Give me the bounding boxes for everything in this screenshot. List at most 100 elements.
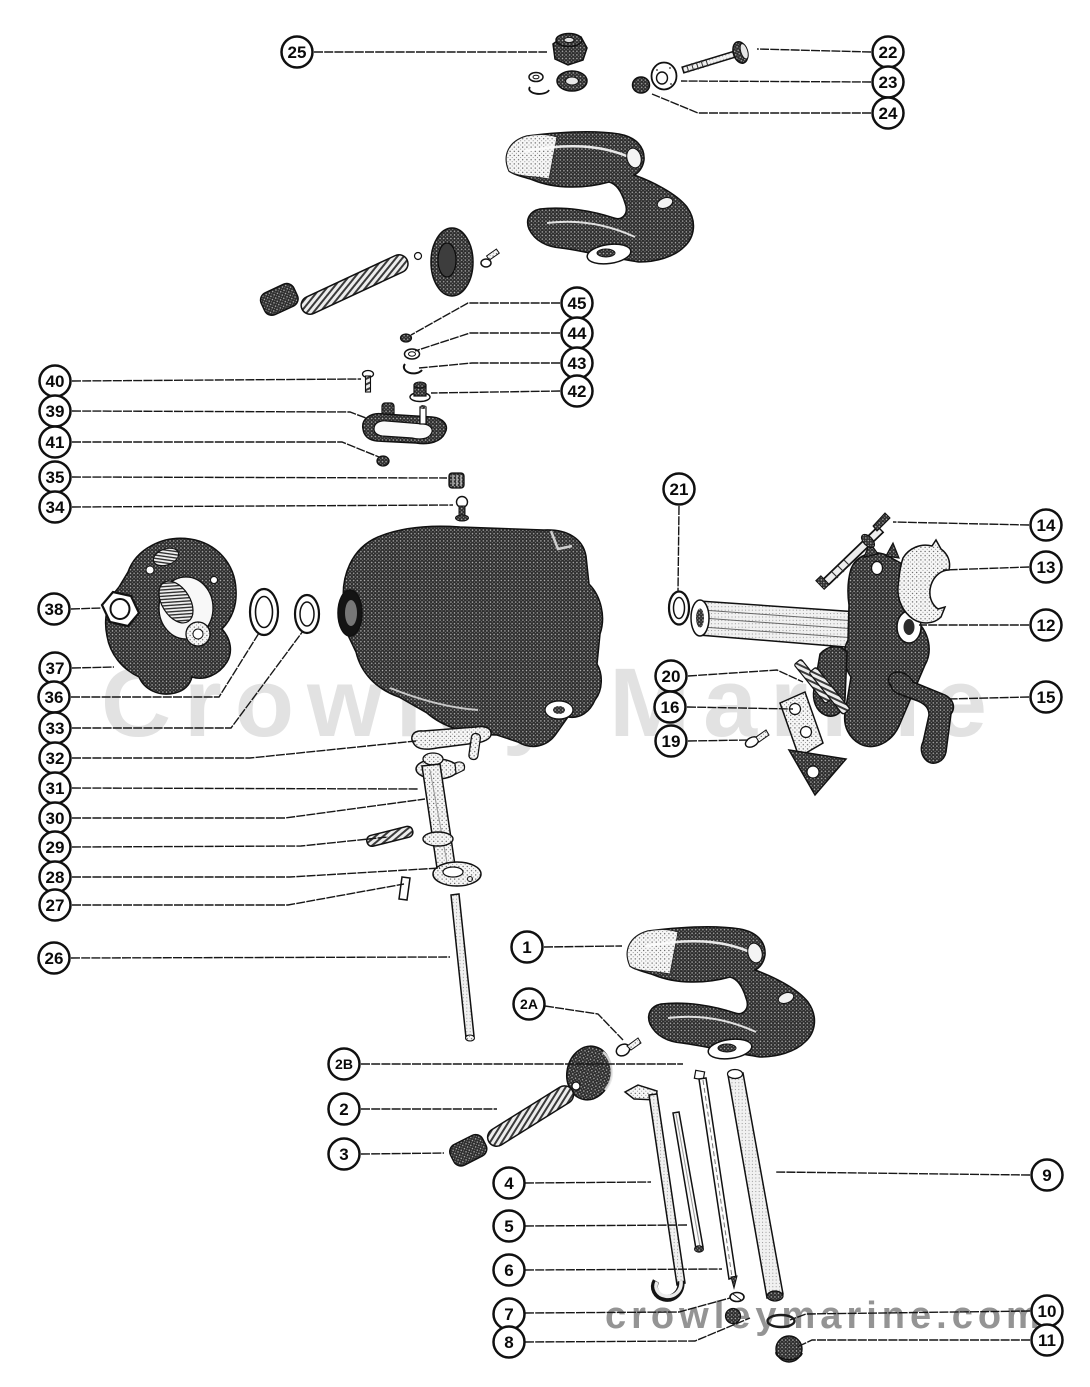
- part-oring-33: [293, 593, 321, 635]
- part-rod-6: [693, 1069, 738, 1290]
- callout-9[interactable]: 9: [1030, 1158, 1064, 1192]
- callout-20[interactable]: 20: [654, 659, 688, 693]
- callout-25[interactable]: 25: [280, 35, 314, 69]
- callout-41[interactable]: 41: [38, 425, 72, 459]
- callout-39[interactable]: 39: [38, 394, 72, 428]
- callout-45[interactable]: 45: [560, 286, 594, 320]
- svg-text:45: 45: [568, 294, 587, 313]
- part-hex-ring-38: [100, 590, 141, 628]
- callout-7[interactable]: 7: [492, 1297, 526, 1331]
- svg-text:24: 24: [879, 104, 898, 123]
- callout-38[interactable]: 38: [37, 592, 71, 626]
- callout-36[interactable]: 36: [37, 680, 71, 714]
- callout-2[interactable]: 2: [327, 1092, 361, 1126]
- callout-13[interactable]: 13: [1029, 550, 1063, 584]
- callout-21[interactable]: 21: [662, 472, 696, 506]
- leader-line-33: [72, 630, 304, 729]
- callout-31[interactable]: 31: [38, 771, 72, 805]
- callout-33[interactable]: 33: [38, 711, 72, 745]
- svg-text:2B: 2B: [335, 1056, 353, 1072]
- leader-line-16: [686, 706, 794, 710]
- callout-2B[interactable]: 2B: [327, 1047, 361, 1081]
- svg-text:41: 41: [46, 433, 65, 452]
- part-locknut-24: [631, 76, 651, 94]
- callout-4[interactable]: 4: [492, 1166, 526, 1200]
- callout-3[interactable]: 3: [327, 1137, 361, 1171]
- part-bushing-35: [448, 472, 465, 489]
- part-tilt-tube-9: [726, 1068, 784, 1302]
- svg-text:1: 1: [522, 938, 531, 957]
- callout-26[interactable]: 26: [37, 941, 71, 975]
- leader-line-15: [947, 696, 1030, 700]
- callout-11[interactable]: 11: [1030, 1323, 1064, 1357]
- callout-2A[interactable]: 2A: [512, 987, 546, 1021]
- leader-line-13: [942, 566, 1030, 571]
- callout-8[interactable]: 8: [492, 1325, 526, 1359]
- leader-line-37: [71, 666, 115, 669]
- leader-line-34: [71, 504, 454, 508]
- callout-24[interactable]: 24: [871, 96, 905, 130]
- part-rubber-grommet: [430, 227, 474, 297]
- callout-32[interactable]: 32: [38, 741, 72, 775]
- svg-text:40: 40: [46, 372, 65, 391]
- part-pin-27: [398, 876, 411, 901]
- callout-1[interactable]: 1: [510, 930, 544, 964]
- callout-23[interactable]: 23: [871, 65, 905, 99]
- part-screw-small-top: [480, 248, 500, 268]
- callout-42[interactable]: 42: [560, 374, 594, 408]
- callout-34[interactable]: 34: [38, 490, 72, 524]
- part-tilt-stop-pin-14: [815, 512, 891, 591]
- callout-15[interactable]: 15: [1029, 680, 1063, 714]
- part-screw-19: [744, 729, 770, 748]
- part-clip-43: [402, 363, 423, 375]
- part-washer-flange-28: [432, 861, 482, 887]
- part-screw-2A: [615, 1037, 642, 1057]
- callout-5[interactable]: 5: [492, 1209, 526, 1243]
- part-friction-plates-20: [794, 659, 850, 715]
- callout-29[interactable]: 29: [38, 830, 72, 864]
- callout-44[interactable]: 44: [560, 316, 594, 350]
- svg-text:36: 36: [45, 688, 64, 707]
- leader-line-20: [687, 669, 804, 683]
- callout-12[interactable]: 12: [1029, 608, 1063, 642]
- parts-artwork: [100, 32, 955, 1363]
- part-oring-10: [766, 1313, 796, 1329]
- part-reverse-lock-spring: [300, 254, 409, 315]
- part-swivel-bracket-top: [505, 130, 695, 268]
- callout-6[interactable]: 6: [492, 1253, 526, 1287]
- callout-28[interactable]: 28: [38, 860, 72, 894]
- callout-14[interactable]: 14: [1029, 508, 1063, 542]
- part-spring-29: [365, 825, 414, 848]
- svg-text:32: 32: [46, 749, 65, 768]
- part-shoulder-screw-42: [409, 381, 431, 403]
- part-detent-34: [455, 495, 469, 522]
- part-oring-21: [667, 590, 691, 626]
- callout-16[interactable]: 16: [653, 690, 687, 724]
- leader-line-1: [543, 945, 623, 948]
- svg-text:30: 30: [46, 809, 65, 828]
- callout-10[interactable]: 10: [1030, 1294, 1064, 1328]
- callout-30[interactable]: 30: [38, 801, 72, 835]
- svg-text:29: 29: [46, 838, 65, 857]
- part-nut-41: [376, 455, 390, 467]
- callout-37[interactable]: 37: [38, 651, 72, 685]
- callout-19[interactable]: 19: [654, 724, 688, 758]
- callout-40[interactable]: 40: [38, 364, 72, 398]
- svg-text:19: 19: [662, 732, 681, 751]
- svg-text:28: 28: [46, 868, 65, 887]
- svg-text:23: 23: [879, 73, 898, 92]
- leader-line-31: [71, 787, 419, 790]
- callout-27[interactable]: 27: [38, 888, 72, 922]
- part-lock-clip: [528, 86, 550, 95]
- callout-43[interactable]: 43: [560, 346, 594, 380]
- part-castle-nut: [552, 32, 588, 66]
- leader-line-43: [418, 362, 560, 369]
- part-swivel-pin-30: [421, 763, 457, 876]
- callout-35[interactable]: 35: [38, 460, 72, 494]
- part-swivel-clamp-head-37: [104, 537, 237, 695]
- callout-22[interactable]: 22: [871, 35, 905, 69]
- svg-text:4: 4: [504, 1174, 514, 1193]
- leader-line-14: [892, 521, 1030, 526]
